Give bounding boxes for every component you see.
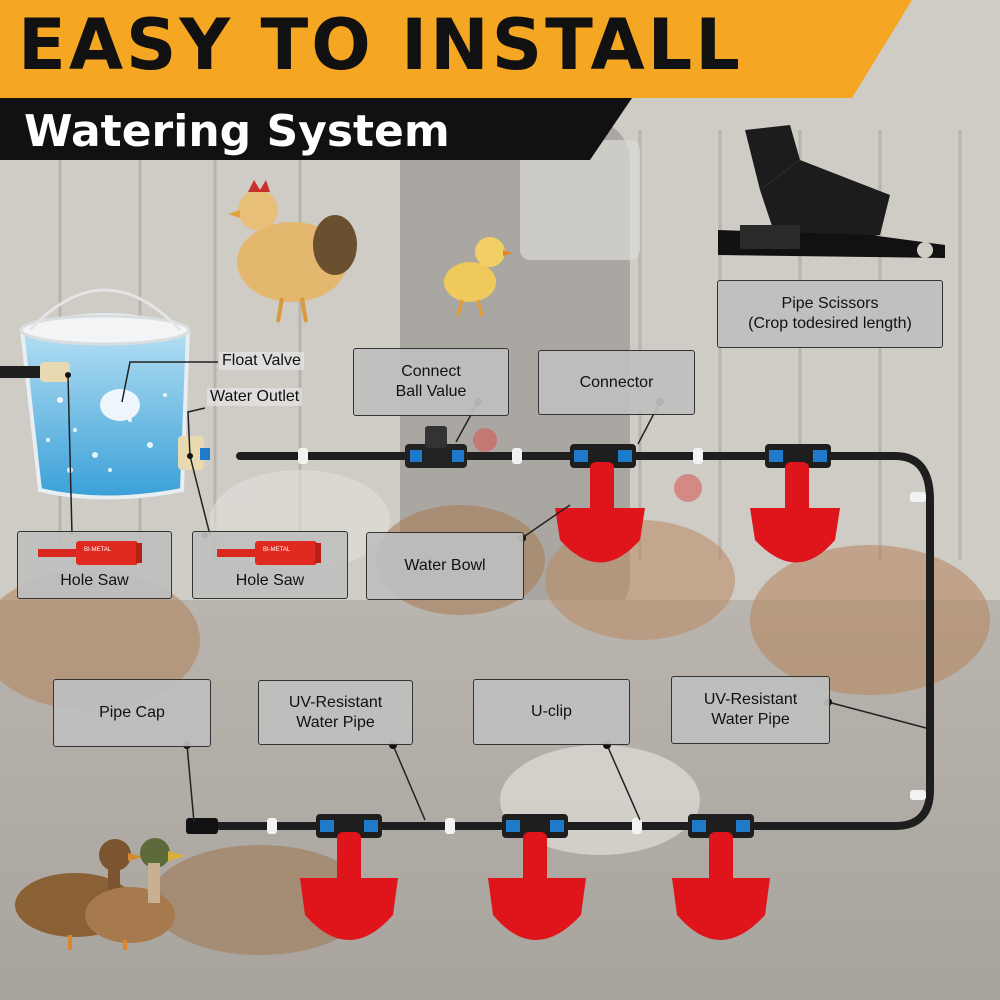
water-bowl-label: Water Bowl <box>366 532 524 600</box>
hole-saw-icon: BI-METAL <box>217 541 321 565</box>
pipe-scissors-label: Pipe Scissors(Crop todesired length) <box>717 280 943 348</box>
chick-image <box>444 237 513 317</box>
water-outlet-label: Water Outlet <box>207 388 303 406</box>
pipe-scissors-image <box>718 125 945 258</box>
pipe-cap-label: Pipe Cap <box>53 679 211 747</box>
u-clip-label: U-clip <box>473 679 630 745</box>
hole-saw-engraving: BI-METAL <box>263 547 291 553</box>
float-valve-label: Float Valve <box>219 352 304 370</box>
water-pipe <box>191 452 934 830</box>
hole-saw-right-box: BI-METAL Hole Saw <box>192 531 348 599</box>
hen-image <box>228 180 357 323</box>
hole-saw-left-label: Hole Saw <box>60 572 129 589</box>
water-bucket <box>0 288 191 500</box>
ducks-image <box>15 838 186 950</box>
water-bowls <box>300 462 840 940</box>
page-subtitle: Watering System <box>24 106 450 157</box>
hole-saw-left-box: BI-METAL Hole Saw <box>17 531 172 599</box>
hole-saw-right-label: Hole Saw <box>235 572 305 589</box>
hole-saw-engraving: BI-METAL <box>84 547 112 553</box>
connector-label: Connector <box>538 350 695 415</box>
page-title: EASY TO INSTALL <box>18 4 743 86</box>
hole-saw-icon: BI-METAL <box>37 541 142 565</box>
ball-valve <box>405 426 467 468</box>
